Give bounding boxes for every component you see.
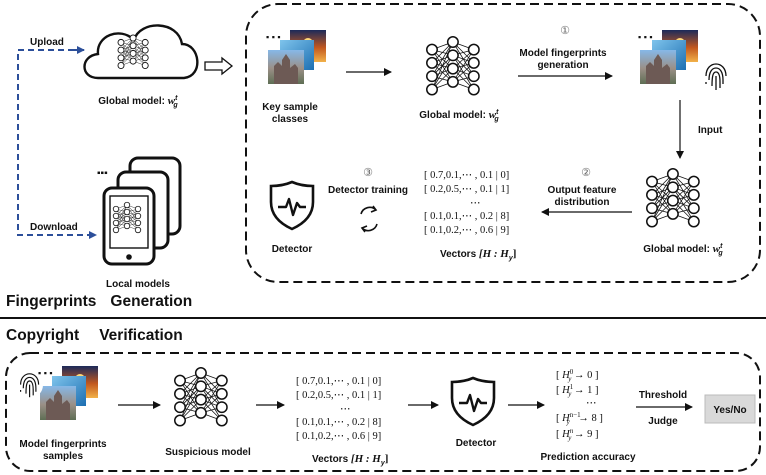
input-label: Input (698, 125, 723, 136)
key-sample-images (266, 30, 326, 84)
copyright-verification-box (5, 352, 761, 472)
cycle-icon (360, 205, 378, 233)
suspicious-model-net (174, 367, 228, 427)
global-model-net-top (426, 36, 480, 96)
local-models-icon: ▪▪▪ (97, 156, 182, 266)
samples-label-1: Model fingerprints (19, 439, 107, 450)
vector-row: [ 0.1,0.2,⋯ , 0.6 | 9] (424, 225, 509, 236)
global-model-cloud (83, 24, 199, 80)
vector-row: [ 0.7,0.1,⋯ , 0.1 | 0] (424, 170, 509, 181)
prediction-dots: ⋯ (586, 398, 597, 409)
top-vectors: [ 0.7,0.1,⋯ , 0.1 | 0] [ 0.2,0.5,⋯ , 0.1… (424, 170, 509, 236)
vector-row: [ 0.7,0.1,⋯ , 0.1 | 0] (296, 376, 381, 387)
threshold-label: Threshold (639, 390, 687, 401)
step2-number: ② (581, 167, 591, 179)
suspicious-model-label: Suspicious model (165, 447, 251, 458)
fingerprints-generation-box (245, 3, 761, 283)
step1-number: ① (560, 25, 570, 37)
detector-shield-icon-bottom (450, 376, 496, 427)
download-label: Download (30, 222, 78, 233)
key-sample-label-2: classes (272, 114, 309, 125)
vector-row: [ 0.2,0.5,⋯ , 0.1 | 1] (296, 390, 381, 401)
vectors-label-top: Vectors [H : Hy] (440, 248, 516, 262)
detector-training-label: Detector training (328, 185, 408, 196)
key-sample-label-1: Key sample (262, 102, 318, 113)
vector-row: ⋯ (470, 198, 481, 209)
step2-label-1: Output feature (548, 185, 617, 196)
vector-row: [ 0.1,0.1,⋯ , 0.2 | 8] (424, 211, 509, 222)
upload-label: Upload (30, 37, 64, 48)
result-label: Yes/No (713, 405, 746, 416)
bottom-vectors: [ 0.7,0.1,⋯ , 0.1 | 0] [ 0.2,0.5,⋯ , 0.1… (296, 376, 381, 442)
detector-label-top: Detector (272, 244, 313, 255)
double-arrow-icon (204, 56, 234, 76)
upload-download-path (17, 46, 97, 239)
step1-label-2: generation (537, 60, 588, 71)
judge-label: Judge (648, 416, 678, 427)
detector-label-bottom: Detector (456, 438, 497, 449)
vectors-label-bottom: Vectors [H : Hy] (312, 453, 388, 467)
step1-label-1: Model fingerprints (519, 48, 607, 59)
fingerprint-images (638, 30, 731, 91)
samples-label-2: samples (43, 451, 83, 462)
local-models-label: Local models (106, 279, 170, 290)
vector-row: ⋯ (340, 404, 351, 415)
prediction-accuracy-label: Prediction accuracy (540, 452, 635, 463)
vector-row: [ 0.1,0.1,⋯ , 0.2 | 8] (296, 417, 381, 428)
vector-row: [ 0.2,0.5,⋯ , 0.1 | 1] (424, 184, 509, 195)
global-model-net-right (646, 168, 700, 228)
result-box (704, 394, 756, 424)
step3-number: ③ (363, 167, 373, 179)
svg-text:▪▪▪: ▪▪▪ (97, 168, 108, 179)
vector-row: [ 0.1,0.2,⋯ , 0.6 | 9] (296, 431, 381, 442)
detector-shield-icon-top (269, 180, 315, 231)
fingerprint-samples-images (17, 366, 98, 420)
step2-label-2: distribution (555, 197, 610, 208)
